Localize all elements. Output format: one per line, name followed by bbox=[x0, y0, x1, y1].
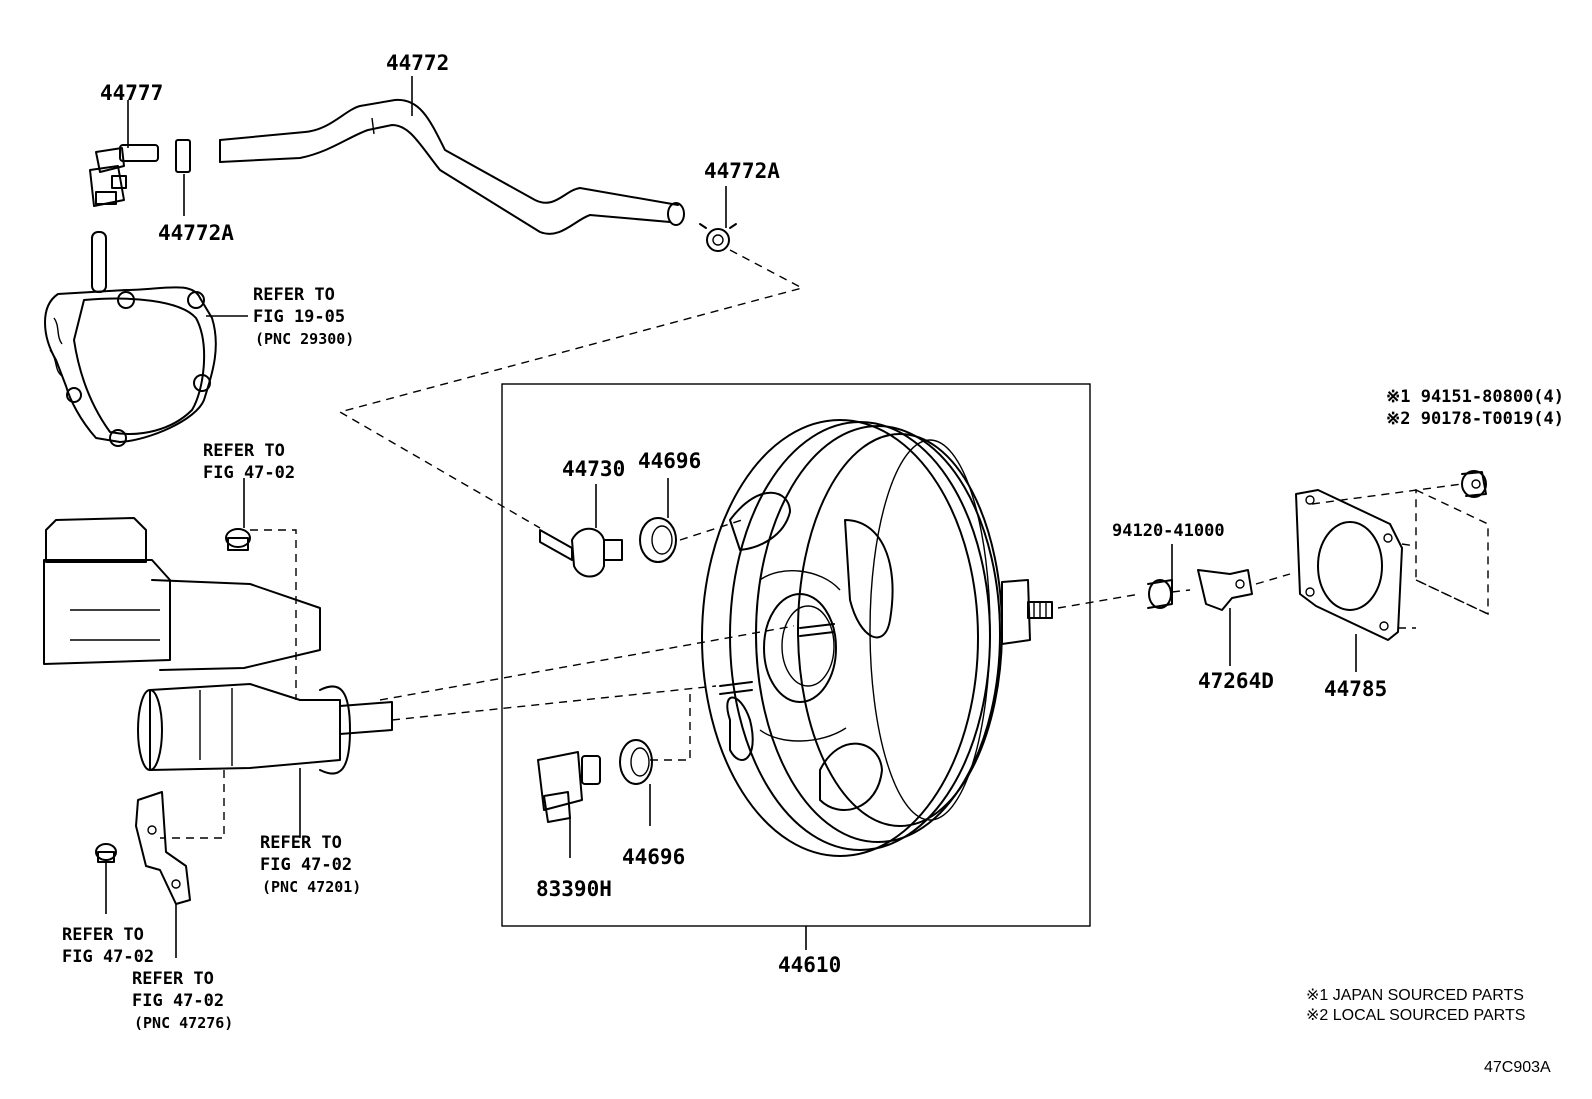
svg-text:FIG 19-05: FIG 19-05 bbox=[253, 307, 345, 327]
master-cylinder bbox=[43, 517, 393, 775]
booster-assembly-box bbox=[501, 383, 1091, 927]
grommet-bottom bbox=[619, 739, 653, 785]
fastener-callout: ※1 94151-80800(4) ※2 90178-T0019(4) bbox=[1386, 387, 1564, 429]
ref-bottom-plug: REFER TO FIG 47-02 bbox=[62, 925, 154, 967]
figure-id: 47C903A bbox=[1484, 1059, 1551, 1076]
vacuum-path-line bbox=[338, 249, 804, 529]
leader-lines bbox=[105, 76, 1357, 958]
vacuum-fitting bbox=[539, 527, 623, 578]
clevis-nut bbox=[1147, 579, 1173, 609]
vacuum-pump bbox=[44, 231, 217, 447]
svg-text:REFER TO: REFER TO bbox=[253, 285, 335, 305]
booster-gasket bbox=[1295, 489, 1403, 641]
brake-booster bbox=[701, 419, 1053, 857]
reservoir-cap-plug bbox=[225, 528, 251, 551]
grommet-top bbox=[639, 517, 677, 563]
label-44785: 44785 bbox=[1324, 677, 1387, 701]
ref-reservoir-cap: REFER TO FIG 47-02 bbox=[203, 441, 295, 483]
label-44772: 44772 bbox=[386, 51, 449, 75]
label-44610: 44610 bbox=[778, 953, 841, 977]
vacuum-sensor bbox=[537, 751, 601, 823]
svg-text:(PNC 29300): (PNC 29300) bbox=[255, 330, 354, 348]
hose-clip-left bbox=[175, 139, 191, 173]
vacuum-hose bbox=[219, 98, 685, 235]
svg-text:FIG 47-02: FIG 47-02 bbox=[132, 991, 224, 1011]
svg-text:※2 90178-T0019(4): ※2 90178-T0019(4) bbox=[1386, 409, 1564, 429]
svg-text:REFER TO: REFER TO bbox=[132, 969, 214, 989]
ref-pump: REFER TO FIG 19-05 (PNC 29300) bbox=[253, 285, 354, 348]
svg-text:REFER TO: REFER TO bbox=[62, 925, 144, 945]
svg-text:(PNC 47201): (PNC 47201) bbox=[262, 878, 361, 896]
svg-text:REFER TO: REFER TO bbox=[203, 441, 285, 461]
sourcing-notes: ※1 JAPAN SOURCED PARTS ※2 LOCAL SOURCED … bbox=[1306, 987, 1525, 1024]
svg-text:※2 LOCAL SOURCED PARTS: ※2 LOCAL SOURCED PARTS bbox=[1306, 1007, 1525, 1024]
hose-clamp-right bbox=[699, 223, 737, 252]
clevis bbox=[1197, 569, 1253, 611]
label-47264d: 47264D bbox=[1198, 669, 1274, 693]
svg-text:REFER TO: REFER TO bbox=[260, 833, 342, 853]
svg-text:(PNC 47276): (PNC 47276) bbox=[134, 1014, 233, 1032]
mounting-nut bbox=[1461, 470, 1487, 498]
mounting-bracket bbox=[135, 791, 191, 905]
bottom-plug bbox=[95, 843, 117, 863]
svg-text:FIG 47-02: FIG 47-02 bbox=[203, 463, 295, 483]
label-44696-bottom: 44696 bbox=[622, 845, 685, 869]
label-44772a-left: 44772A bbox=[158, 221, 234, 245]
ref-master-cylinder: REFER TO FIG 47-02 (PNC 47201) bbox=[260, 833, 361, 896]
label-44696-top: 44696 bbox=[638, 449, 701, 473]
ref-bracket: REFER TO FIG 47-02 (PNC 47276) bbox=[132, 969, 233, 1032]
label-44772a-right: 44772A bbox=[704, 159, 780, 183]
label-83390h: 83390H bbox=[536, 877, 612, 901]
svg-text:FIG 47-02: FIG 47-02 bbox=[62, 947, 154, 967]
svg-text:※1 94151-80800(4): ※1 94151-80800(4) bbox=[1386, 387, 1564, 407]
svg-text:FIG 47-02: FIG 47-02 bbox=[260, 855, 352, 875]
svg-text:※1 JAPAN SOURCED PARTS: ※1 JAPAN SOURCED PARTS bbox=[1306, 987, 1524, 1004]
label-94120-41000: 94120-41000 bbox=[1112, 521, 1225, 541]
label-44730: 44730 bbox=[562, 457, 625, 481]
check-valve bbox=[89, 144, 159, 207]
label-44777: 44777 bbox=[100, 81, 163, 105]
